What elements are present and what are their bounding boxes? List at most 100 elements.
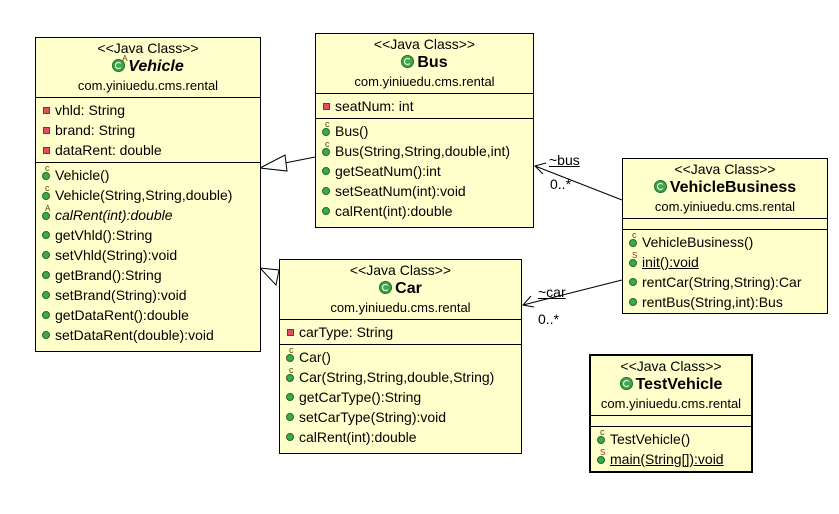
method-row: setCarType(String):void [284, 407, 517, 427]
public-method-icon [40, 229, 52, 241]
method-row: calRent(int):double [320, 201, 529, 221]
constructor-icon [284, 366, 296, 383]
vehicle-class[interactable]: <<Java Class>> Vehicle com.yiniuedu.cms.… [35, 37, 261, 352]
vehicle-business-methods: VehicleBusiness() init():void rentCar(St… [623, 229, 827, 314]
method-row: getCarType():String [284, 387, 517, 407]
field-row: seatNum: int [320, 96, 529, 116]
method-row: VehicleBusiness() [627, 231, 823, 252]
private-field-icon [284, 326, 296, 338]
method-row: calRent(int):double [40, 204, 256, 225]
private-field-icon [320, 100, 332, 112]
constructor-icon [40, 184, 52, 201]
vehicle-class-name: Vehicle [128, 58, 184, 75]
method-row: getBrand():String [40, 265, 256, 285]
vehicle-name-row: Vehicle [40, 54, 256, 77]
bus-stereotype: <<Java Class>> [373, 36, 476, 52]
bus-name-row: Bus [320, 53, 529, 73]
class-icon [401, 55, 415, 68]
test-vehicle-class-header: <<Java Class>> TestVehicle com.yiniuedu.… [591, 356, 751, 415]
method-row: main(String[]):void [595, 448, 747, 469]
public-method-icon [40, 249, 52, 261]
test-vehicle-class[interactable]: <<Java Class>> TestVehicle com.yiniuedu.… [589, 354, 753, 473]
public-method-icon [320, 185, 332, 197]
vehicle-methods: Vehicle() Vehicle(String,String,double) … [36, 162, 260, 347]
method-row: Bus(String,String,double,int) [320, 140, 529, 161]
class-icon [653, 180, 667, 193]
bus-class-header: <<Java Class>> Bus com.yiniuedu.cms.rent… [316, 34, 533, 93]
method-row: rentBus(String,int):Bus [627, 292, 823, 312]
method-row: setVhld(String):void [40, 245, 256, 265]
private-field-icon [40, 104, 52, 116]
constructor-icon [40, 164, 52, 181]
constructor-icon [320, 120, 332, 137]
vehicle-fields: vhld: String brand: String dataRent: dou… [36, 97, 260, 162]
method-row: Vehicle() [40, 164, 256, 185]
static-method-icon [627, 251, 639, 268]
public-method-icon [40, 289, 52, 301]
public-method-icon [40, 269, 52, 281]
test-vehicle-class-name: TestVehicle [635, 376, 723, 393]
business-to-bus-association-line [534, 165, 623, 201]
field-row: vhld: String [40, 100, 256, 120]
field-row: dataRent: double [40, 140, 256, 160]
test-vehicle-fields [591, 415, 751, 426]
constructor-icon [284, 346, 296, 363]
bus-extends-vehicle-arrowhead [258, 154, 288, 172]
public-method-icon [40, 329, 52, 341]
car-extends-vehicle-arrowhead [258, 267, 280, 287]
vehicle-stereotype: <<Java Class>> [97, 40, 199, 56]
public-method-icon [320, 205, 332, 217]
public-method-icon [40, 309, 52, 321]
method-row: getDataRent():double [40, 305, 256, 325]
bus-association-role: ~bus [549, 152, 580, 168]
car-package: com.yiniuedu.cms.rental [330, 300, 471, 315]
bus-extends-vehicle-line [284, 156, 316, 164]
method-row: Car(String,String,double,String) [284, 366, 517, 387]
business-to-bus-association-arrow [534, 162, 547, 175]
class-icon [619, 377, 633, 390]
test-vehicle-name-row: TestVehicle [595, 375, 747, 395]
method-row: setBrand(String):void [40, 285, 256, 305]
car-name-row: Car [284, 279, 517, 299]
vehicle-business-stereotype: <<Java Class>> [674, 161, 776, 177]
vehicle-package: com.yiniuedu.cms.rental [77, 78, 219, 93]
public-method-icon [284, 391, 296, 403]
field-row: brand: String [40, 120, 256, 140]
method-row: init():void [627, 251, 823, 272]
method-row: Vehicle(String,String,double) [40, 184, 256, 205]
public-method-icon [627, 276, 639, 288]
bus-association-multiplicity: 0..* [550, 176, 572, 192]
test-vehicle-stereotype: <<Java Class>> [620, 358, 722, 374]
abstract-method-icon [40, 204, 52, 221]
bus-class-name: Bus [417, 54, 448, 71]
class-icon [379, 281, 393, 294]
constructor-icon [595, 428, 607, 445]
method-row: rentCar(String,String):Car [627, 272, 823, 292]
vehicle-business-fields [623, 218, 827, 229]
method-row: Bus() [320, 120, 529, 141]
vehicle-business-class-name: VehicleBusiness [669, 179, 797, 196]
method-row: getVhld():String [40, 225, 256, 245]
bus-fields: seatNum: int [316, 93, 533, 118]
public-method-icon [320, 165, 332, 177]
method-row: getSeatNum():int [320, 161, 529, 181]
car-fields: carType: String [280, 319, 521, 344]
bus-class[interactable]: <<Java Class>> Bus com.yiniuedu.cms.rent… [315, 33, 534, 228]
method-row: setDataRent(double):void [40, 325, 256, 345]
private-field-icon [40, 124, 52, 136]
car-association-role: ~car [538, 284, 566, 300]
bus-methods: Bus() Bus(String,String,double,int) getS… [316, 118, 533, 223]
car-class[interactable]: <<Java Class>> Car com.yiniuedu.cms.rent… [279, 259, 522, 454]
abstract-class-icon [112, 54, 128, 72]
vehicle-business-class[interactable]: <<Java Class>> VehicleBusiness com.yiniu… [622, 158, 828, 314]
public-method-icon [284, 411, 296, 423]
car-class-name: Car [395, 280, 422, 297]
test-vehicle-package: com.yiniuedu.cms.rental [600, 396, 742, 411]
method-row: setSeatNum(int):void [320, 181, 529, 201]
vehicle-business-package: com.yiniuedu.cms.rental [654, 199, 796, 214]
car-association-multiplicity: 0..* [538, 311, 560, 327]
field-row: carType: String [284, 322, 517, 342]
car-class-header: <<Java Class>> Car com.yiniuedu.cms.rent… [280, 260, 521, 319]
vehicle-business-class-header: <<Java Class>> VehicleBusiness com.yiniu… [623, 159, 827, 218]
vehicle-class-header: <<Java Class>> Vehicle com.yiniuedu.cms.… [36, 38, 260, 97]
